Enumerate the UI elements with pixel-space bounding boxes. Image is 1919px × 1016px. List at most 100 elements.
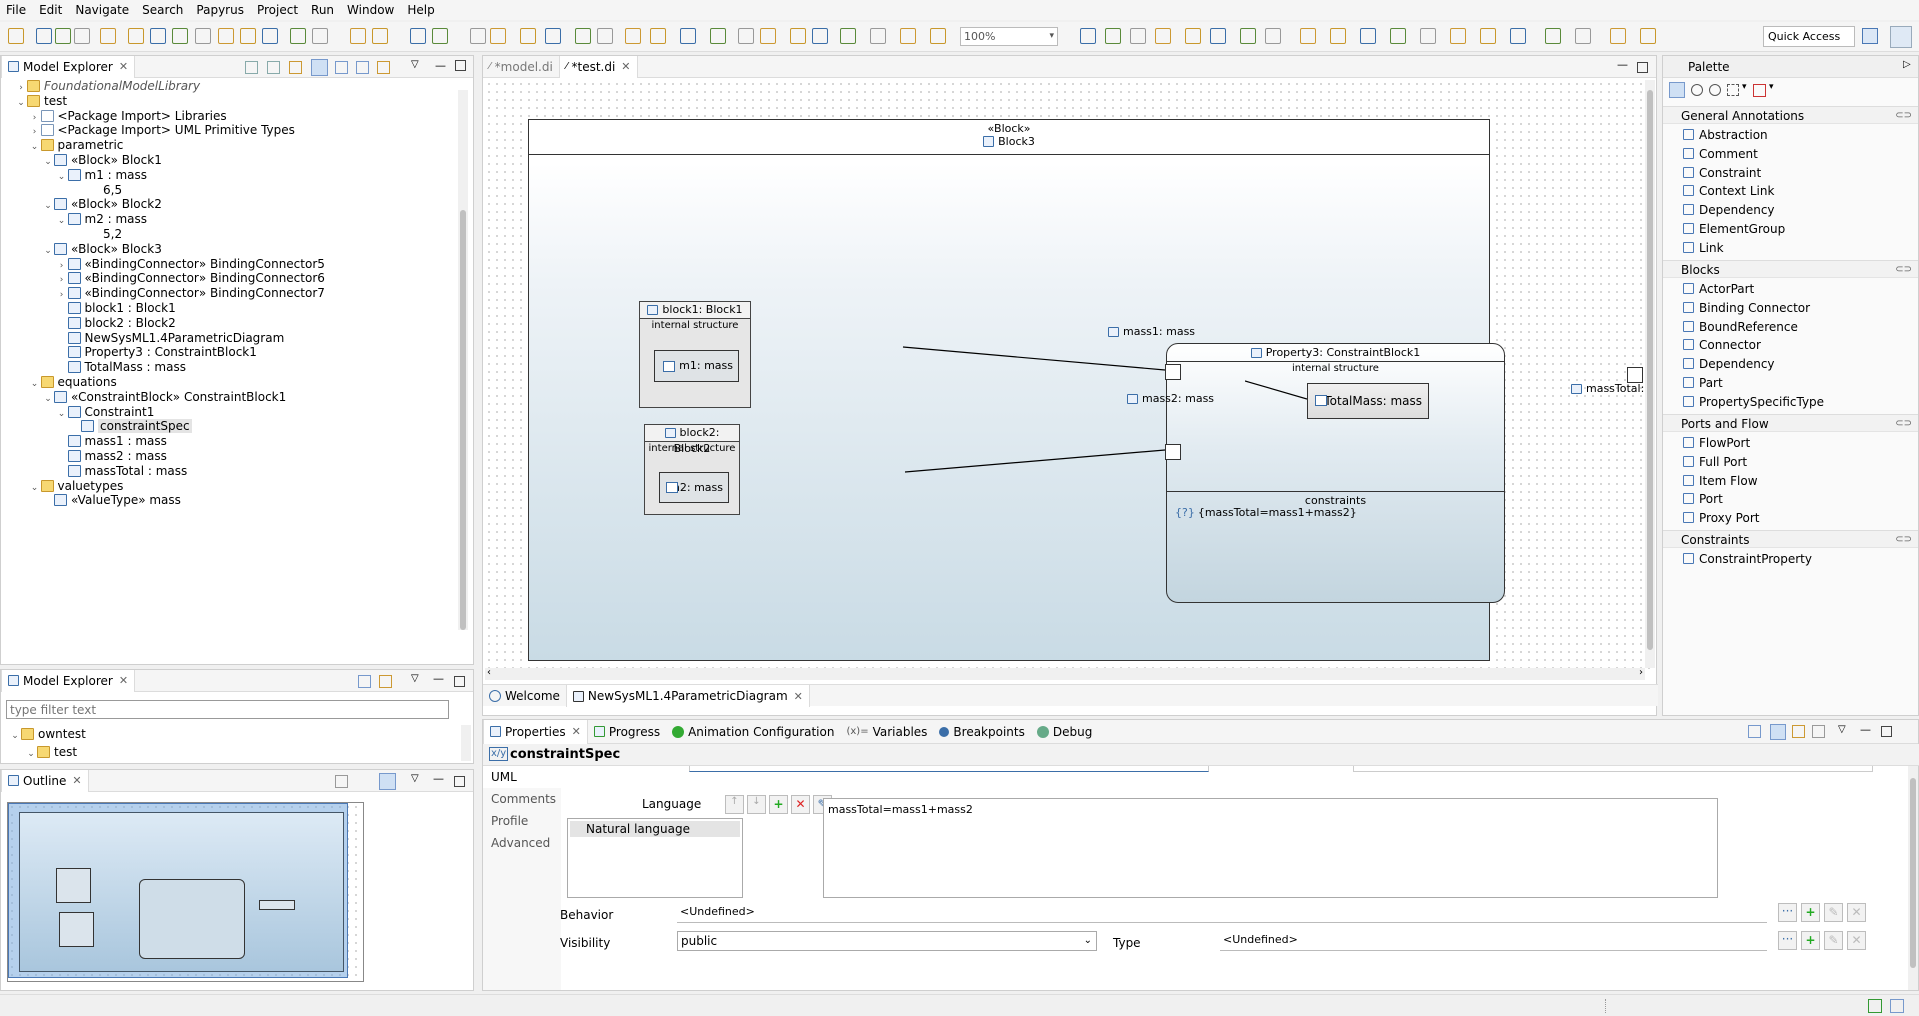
expand-icon[interactable]: › bbox=[59, 290, 64, 301]
customize-icon[interactable] bbox=[289, 61, 302, 74]
tree-row[interactable]: ›«BindingConnector» BindingConnector7 bbox=[56, 284, 325, 302]
create-type-button[interactable]: + bbox=[1801, 931, 1820, 950]
move-down-icon[interactable]: ↓ bbox=[747, 795, 766, 814]
tree-row[interactable]: ⌄Constraint1 bbox=[56, 403, 155, 421]
tab-model-explorer-2[interactable]: Model Explorer ✕ bbox=[1, 669, 136, 692]
minimize-view-icon[interactable]: — bbox=[433, 772, 444, 785]
collapse-icon[interactable]: ⌄ bbox=[17, 97, 25, 108]
toolbar-button-icon[interactable] bbox=[1360, 28, 1376, 44]
select-tool-icon[interactable] bbox=[1669, 82, 1685, 98]
tree-row[interactable]: ⌄equations bbox=[29, 373, 117, 391]
menu-navigate[interactable]: Navigate bbox=[75, 3, 130, 17]
toolbar-button-icon[interactable] bbox=[1210, 28, 1226, 44]
totalmass-property[interactable]: TotalMass: mass bbox=[1307, 383, 1429, 419]
minimize-view-icon[interactable]: — bbox=[433, 672, 444, 685]
toolbar-button-icon[interactable] bbox=[840, 28, 856, 44]
toolbar-button-icon[interactable] bbox=[312, 28, 328, 44]
toolbar-button-icon[interactable] bbox=[738, 28, 754, 44]
tree-row[interactable]: block2 : Block2 bbox=[56, 314, 176, 332]
toolbar-button-icon[interactable] bbox=[470, 28, 486, 44]
expand-icon[interactable] bbox=[335, 61, 348, 74]
toolbar-button-icon[interactable] bbox=[1450, 28, 1466, 44]
toolbar-button-icon[interactable] bbox=[760, 28, 776, 44]
collapse-icon[interactable]: ⌄ bbox=[30, 482, 39, 493]
tab-breakpoints[interactable]: Breakpoints bbox=[933, 720, 1030, 744]
palette-tool[interactable]: Full Port bbox=[1683, 455, 1747, 469]
binding-connector-5[interactable] bbox=[902, 346, 1166, 371]
visibility-select[interactable]: public⌄ bbox=[677, 931, 1097, 951]
side-tab-uml[interactable]: UML bbox=[483, 766, 561, 788]
palette-collapse-icon[interactable]: ▷ bbox=[1903, 59, 1911, 70]
view-menu-icon[interactable]: ▽ bbox=[1838, 724, 1846, 735]
toolbar-button-icon[interactable] bbox=[930, 28, 946, 44]
close-icon[interactable]: ✕ bbox=[571, 725, 581, 738]
toolbar-button-icon[interactable] bbox=[520, 28, 536, 44]
tab-animation-configuration[interactable]: Animation Configuration bbox=[666, 720, 840, 744]
palette-tool[interactable]: Item Flow bbox=[1683, 474, 1758, 488]
toolbar-button-icon[interactable] bbox=[1185, 28, 1201, 44]
refresh-icon[interactable] bbox=[1792, 725, 1805, 738]
tree-row[interactable]: ⌄«Block» Block2 bbox=[42, 195, 162, 213]
properties-scrollbar[interactable] bbox=[1908, 766, 1918, 990]
restore-icon[interactable] bbox=[1812, 725, 1825, 738]
body-text-area[interactable]: massTotal=mass1+mass2 bbox=[823, 798, 1718, 898]
tab-variables[interactable]: (x)=Variables bbox=[840, 720, 933, 744]
tab-parametric-diagram[interactable]: NewSysML1.4ParametricDiagram✕ bbox=[565, 685, 810, 707]
palette-tool[interactable]: Link bbox=[1683, 241, 1724, 255]
perspective-icon[interactable] bbox=[1862, 28, 1878, 44]
clear-type-button[interactable]: ✕ bbox=[1847, 931, 1866, 950]
type-field[interactable]: <Undefined> bbox=[1220, 931, 1767, 951]
palette-tool[interactable]: Dependency bbox=[1683, 357, 1775, 371]
palette-tool[interactable]: BoundReference bbox=[1683, 320, 1798, 334]
tree-row[interactable]: ⌄m2 : mass bbox=[56, 210, 147, 228]
tree-row[interactable]: mass1 : mass bbox=[56, 432, 167, 450]
toolbar-button-icon[interactable] bbox=[1155, 28, 1171, 44]
collapse-icon[interactable]: ⌄ bbox=[30, 142, 39, 153]
layout-icon[interactable] bbox=[1770, 724, 1786, 740]
palette-tool[interactable]: Connector bbox=[1683, 338, 1761, 352]
tree-row[interactable]: ›<Package Import> UML Primitive Types bbox=[29, 121, 295, 139]
toolbar-button-icon[interactable] bbox=[1080, 28, 1096, 44]
menu-run[interactable]: Run bbox=[311, 3, 335, 17]
toolbar-button-icon[interactable] bbox=[490, 28, 506, 44]
collapse-icon[interactable] bbox=[358, 675, 371, 688]
port-mass2[interactable] bbox=[1165, 444, 1181, 460]
expand-icon[interactable]: › bbox=[59, 275, 64, 286]
language-list[interactable]: Natural language bbox=[567, 818, 743, 898]
edit-behavior-button[interactable]: ✎ bbox=[1824, 903, 1843, 922]
chevron-down-icon[interactable]: ▾ bbox=[1769, 82, 1774, 92]
clear-behavior-button[interactable]: ✕ bbox=[1847, 903, 1866, 922]
view-menu-icon[interactable]: ▽ bbox=[411, 673, 419, 684]
tab-properties[interactable]: Properties✕ bbox=[483, 719, 588, 744]
zoom-in-icon[interactable] bbox=[1691, 84, 1703, 96]
toolbar-button-icon[interactable] bbox=[545, 28, 561, 44]
browse-behavior-button[interactable]: ··· bbox=[1778, 903, 1797, 922]
palette-tool[interactable]: PropertySpecificType bbox=[1683, 395, 1824, 409]
toolbar-button-icon[interactable] bbox=[172, 28, 188, 44]
toolbar-button-icon[interactable] bbox=[218, 28, 234, 44]
block1-part[interactable]: block1: Block1 internal structure m1: ma… bbox=[639, 301, 751, 408]
tree-row[interactable]: 5,2 bbox=[69, 225, 122, 243]
toolbar-button-icon[interactable] bbox=[1510, 28, 1526, 44]
palette-tool[interactable]: Port bbox=[1683, 492, 1723, 506]
behavior-field[interactable]: <Undefined> bbox=[677, 903, 1767, 923]
toolbar-button-icon[interactable] bbox=[290, 28, 306, 44]
toolbar-button-icon[interactable] bbox=[432, 28, 448, 44]
pin-drawer-icon[interactable]: ⊂⊃ bbox=[1895, 534, 1912, 545]
tree-row[interactable]: massTotal : mass bbox=[56, 462, 187, 480]
maximize-editor-icon[interactable] bbox=[1637, 62, 1648, 73]
horizontal-scrollbar[interactable]: ‹ › bbox=[485, 667, 1645, 680]
maximize-view-icon[interactable] bbox=[454, 676, 465, 687]
marquee-icon[interactable] bbox=[1727, 84, 1739, 96]
block2-part[interactable]: block2: Block2 internal structure m2: ma… bbox=[644, 424, 740, 515]
toolbar-button-icon[interactable] bbox=[1420, 28, 1436, 44]
maximize-view-icon[interactable] bbox=[1881, 726, 1892, 737]
expand-icon[interactable]: › bbox=[59, 260, 64, 271]
menu-search[interactable]: Search bbox=[142, 3, 184, 17]
toolbar-button-icon[interactable] bbox=[55, 28, 71, 44]
minimize-view-icon[interactable]: — bbox=[435, 59, 446, 72]
toolbar-button-icon[interactable] bbox=[1330, 28, 1346, 44]
tab-welcome[interactable]: Welcome bbox=[483, 685, 566, 707]
expand-icon[interactable]: ⌄ bbox=[27, 749, 35, 759]
m2-property[interactable]: m2: mass bbox=[659, 472, 729, 503]
